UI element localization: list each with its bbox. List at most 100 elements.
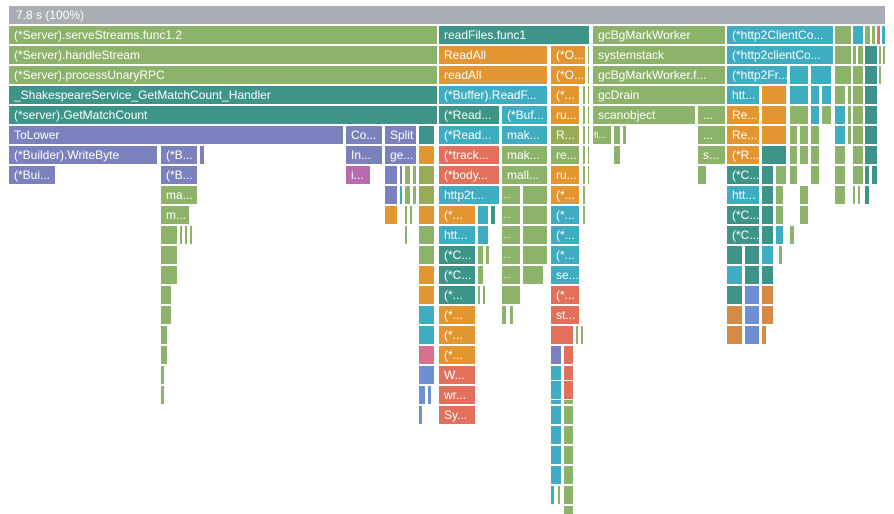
flame-frame[interactable]: (*Buf...	[501, 105, 548, 125]
flame-frame[interactable]: s...	[697, 145, 726, 165]
flame-frame-unlabeled[interactable]	[882, 45, 886, 65]
flame-frame-unlabeled[interactable]	[587, 165, 590, 185]
flame-frame-unlabeled[interactable]	[582, 145, 586, 165]
flame-frame-unlabeled[interactable]	[477, 225, 489, 245]
flame-frame[interactable]: mall...	[501, 165, 548, 185]
flame-frame-unlabeled[interactable]	[582, 105, 586, 125]
flame-frame[interactable]: gcBgMarkWorker.f...	[592, 65, 726, 85]
flame-frame[interactable]: (*C...	[726, 165, 760, 185]
flame-frame[interactable]: systemstack	[592, 45, 726, 65]
flame-frame-unlabeled[interactable]	[761, 325, 767, 345]
flame-frame[interactable]: gcBgMarkWorker	[592, 25, 726, 45]
flame-frame[interactable]: ma...	[160, 185, 198, 205]
flame-frame[interactable]: (*Bui...	[8, 165, 56, 185]
flame-frame-unlabeled[interactable]	[587, 145, 590, 165]
flame-frame-unlabeled[interactable]	[587, 125, 590, 145]
flame-frame[interactable]: se...	[550, 265, 580, 285]
flame-frame-unlabeled[interactable]	[852, 45, 857, 65]
flame-frame[interactable]: i...	[345, 165, 371, 185]
flame-frame-unlabeled[interactable]	[485, 245, 490, 265]
flame-frame-unlabeled[interactable]	[834, 105, 846, 125]
flame-frame-unlabeled[interactable]	[852, 185, 856, 205]
flame-frame-unlabeled[interactable]	[775, 205, 784, 225]
flame-frame-unlabeled[interactable]	[852, 125, 864, 145]
flame-frame[interactable]: (*...	[438, 285, 476, 305]
flame-frame-unlabeled[interactable]	[587, 65, 590, 85]
flame-frame-unlabeled[interactable]	[404, 185, 411, 205]
flame-frame-unlabeled[interactable]	[775, 165, 787, 185]
flame-frame[interactable]: (*server).GetMatchCount	[8, 105, 438, 125]
flame-frame-unlabeled[interactable]	[199, 145, 205, 165]
flame-frame[interactable]: Co...	[345, 125, 383, 145]
flame-frame[interactable]: Re...	[726, 125, 760, 145]
flame-frame[interactable]: ru...	[550, 165, 580, 185]
flame-frame-unlabeled[interactable]	[404, 165, 411, 185]
flame-frame[interactable]: mak...	[501, 145, 548, 165]
flame-frame-unlabeled[interactable]	[563, 345, 574, 365]
flame-frame-unlabeled[interactable]	[852, 105, 864, 125]
flame-frame-unlabeled[interactable]	[160, 385, 165, 405]
flame-frame-unlabeled[interactable]	[477, 205, 489, 225]
flame-frame-unlabeled[interactable]	[582, 85, 586, 105]
flame-frame-unlabeled[interactable]	[864, 185, 870, 205]
flame-frame-unlabeled[interactable]	[582, 165, 586, 185]
flame-frame-unlabeled[interactable]	[834, 65, 852, 85]
flame-frame[interactable]: ...	[697, 125, 726, 145]
flame-frame-unlabeled[interactable]	[799, 205, 809, 225]
flame-frame-unlabeled[interactable]	[477, 285, 481, 305]
flame-frame-unlabeled[interactable]	[160, 265, 178, 285]
flame-frame-unlabeled[interactable]	[477, 245, 484, 265]
flame-frame-unlabeled[interactable]	[852, 145, 864, 165]
flame-frame-unlabeled[interactable]	[160, 225, 178, 245]
flame-frame-unlabeled[interactable]	[160, 365, 165, 385]
flame-frame-unlabeled[interactable]	[418, 165, 435, 185]
flame-frame[interactable]: (*body...	[438, 165, 500, 185]
flame-frame[interactable]: mak...	[501, 125, 548, 145]
flame-frame[interactable]: readAll	[438, 65, 548, 85]
flame-frame-unlabeled[interactable]	[418, 185, 435, 205]
flame-frame-unlabeled[interactable]	[501, 285, 521, 305]
flame-frame-unlabeled[interactable]	[550, 345, 562, 365]
flame-frame-unlabeled[interactable]	[582, 205, 586, 225]
flame-frame-unlabeled[interactable]	[418, 145, 435, 165]
flame-frame-unlabeled[interactable]	[878, 65, 882, 85]
flame-frame[interactable]: st...	[550, 305, 580, 325]
flame-frame-unlabeled[interactable]	[761, 225, 774, 245]
flame-frame-unlabeled[interactable]	[563, 445, 574, 465]
flame-frame-unlabeled[interactable]	[412, 185, 417, 205]
flame-frame-unlabeled[interactable]	[761, 265, 774, 285]
flame-frame-unlabeled[interactable]	[799, 145, 809, 165]
flame-frame-unlabeled[interactable]	[550, 380, 562, 400]
flame-frame-unlabeled[interactable]	[697, 165, 707, 185]
flame-frame-unlabeled[interactable]	[418, 125, 435, 145]
flame-frame[interactable]: (*...	[550, 85, 580, 105]
flame-frame[interactable]: (*...	[550, 205, 580, 225]
flame-frame-unlabeled[interactable]	[789, 65, 809, 85]
flame-frame-unlabeled[interactable]	[761, 205, 774, 225]
flame-frame-unlabeled[interactable]	[789, 125, 798, 145]
flame-frame[interactable]: ...	[697, 105, 726, 125]
flame-frame-unlabeled[interactable]	[557, 485, 561, 505]
flame-frame-unlabeled[interactable]	[418, 305, 435, 325]
flame-frame[interactable]: (*http2Fr...	[726, 65, 788, 85]
flame-frame[interactable]: htt...	[726, 185, 760, 205]
flame-frame-unlabeled[interactable]	[550, 445, 562, 465]
flame-frame-unlabeled[interactable]	[799, 185, 809, 205]
flame-frame-unlabeled[interactable]	[864, 45, 878, 65]
flame-frame[interactable]: (*B...	[160, 165, 198, 185]
flame-frame-unlabeled[interactable]	[761, 165, 774, 185]
flame-frame-unlabeled[interactable]	[418, 325, 435, 345]
flame-frame-unlabeled[interactable]	[834, 145, 846, 165]
flame-frame-unlabeled[interactable]	[399, 165, 403, 185]
flame-frame[interactable]: ...	[501, 185, 521, 205]
flame-frame[interactable]: ...	[501, 245, 521, 265]
flame-frame-unlabeled[interactable]	[384, 165, 398, 185]
flame-frame-unlabeled[interactable]	[799, 125, 809, 145]
flame-frame-unlabeled[interactable]	[522, 225, 548, 245]
flame-frame-unlabeled[interactable]	[834, 125, 846, 145]
flame-frame-unlabeled[interactable]	[744, 305, 760, 325]
flame-frame-unlabeled[interactable]	[418, 265, 435, 285]
flame-frame-unlabeled[interactable]	[761, 85, 787, 105]
flame-frame-unlabeled[interactable]	[404, 205, 408, 225]
flame-frame-unlabeled[interactable]	[563, 380, 574, 400]
